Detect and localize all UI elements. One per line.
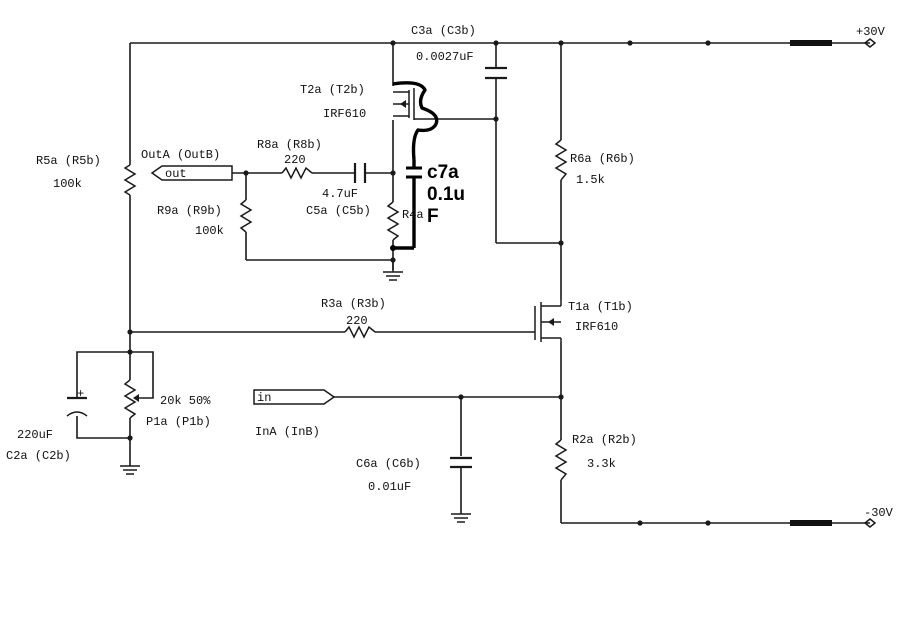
ground-symbol-t2 [383, 260, 403, 281]
labels: C3a (C3b) 0.0027uF T2a (T2b) IRF610 R5a … [6, 24, 894, 520]
r9-name: R9a (R9b) [157, 204, 222, 218]
c2-value: 220uF [17, 428, 53, 442]
r2-name: R2a (R2b) [572, 433, 637, 447]
resistor-r4-symbol [386, 201, 400, 241]
r9-value: 100k [195, 224, 224, 238]
t1-name: T1a (T1b) [568, 300, 633, 314]
c7-value-line1: 0.1u [427, 184, 465, 205]
in-name: InA (InB) [255, 425, 320, 439]
ground-symbol-p1 [120, 465, 140, 475]
out-name: OutA (OutB) [141, 148, 220, 162]
c7-value-line2: F [427, 206, 439, 227]
out-port-label: out [165, 167, 187, 181]
negative-rail-terminal [790, 518, 877, 528]
t2-value: IRF610 [323, 107, 366, 121]
t1-value: IRF610 [575, 320, 618, 334]
r8-value: 220 [284, 153, 306, 167]
c3-value: 0.0027uF [416, 50, 474, 64]
r4-name: R4a [402, 208, 424, 222]
transistor-t1-symbol [534, 300, 562, 342]
c7-name: c7a [427, 162, 459, 183]
wires [76, 42, 870, 524]
junction-dots [127, 40, 711, 526]
capacitor-c6-symbol [450, 456, 472, 469]
resistor-r9-symbol [239, 199, 253, 233]
in-port: in [253, 389, 336, 405]
c6-value: 0.01uF [368, 480, 411, 494]
c5-name: C5a (C5b) [306, 204, 371, 218]
positive-rail-label: +30V [856, 25, 886, 39]
capacitor-c7-symbol [406, 166, 422, 179]
r2-value: 3.3k [587, 457, 616, 471]
t2-name: T2a (T2b) [300, 83, 365, 97]
positive-rail-terminal [790, 38, 877, 48]
potentiometer-p1-symbol [123, 379, 143, 419]
c5-value: 4.7uF [322, 187, 358, 201]
out-port: out [150, 165, 233, 181]
r5-name: R5a (R5b) [36, 154, 101, 168]
r3-value: 220 [346, 314, 368, 328]
c7-added-wire [390, 81, 439, 251]
ground-symbol-c6 [451, 513, 471, 523]
r3-name: R3a (R3b) [321, 297, 386, 311]
resistor-r5-symbol [123, 164, 137, 196]
resistor-r8-symbol [281, 166, 313, 180]
p1-name: P1a (P1b) [146, 415, 211, 429]
r6-name: R6a (R6b) [570, 152, 635, 166]
resistor-r6-symbol [554, 139, 568, 181]
p1-value: 20k 50% [160, 394, 211, 408]
capacitor-c5-symbol [353, 163, 367, 183]
resistor-r2-symbol [554, 439, 568, 481]
capacitor-c2-symbol [66, 396, 88, 417]
resistor-r3-symbol [344, 325, 376, 339]
c2-polarity: + [77, 387, 84, 401]
c2-name: C2a (C2b) [6, 449, 71, 463]
in-port-label: in [257, 391, 271, 405]
capacitor-c3-symbol [485, 66, 507, 80]
c3-name: C3a (C3b) [411, 24, 476, 38]
r8-name: R8a (R8b) [257, 138, 322, 152]
r5-value: 100k [53, 177, 82, 191]
c6-name: C6a (C6b) [356, 457, 421, 471]
negative-rail-label: -30V [864, 506, 894, 520]
r6-value: 1.5k [576, 173, 605, 187]
